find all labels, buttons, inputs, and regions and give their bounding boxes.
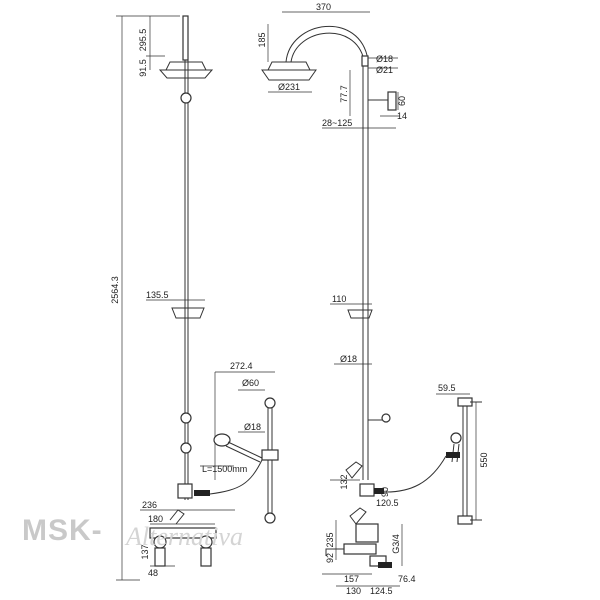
dim-hose-length: L=1500mm [202, 464, 247, 474]
dim-tap-base: 48 [148, 568, 158, 578]
dim-arm-width: 370 [316, 2, 331, 12]
watermark-script: Alternativa [126, 522, 243, 551]
dim-pipe-d18-top: Ø18 [376, 54, 393, 64]
dim-d90: 90 [380, 487, 390, 497]
dim-d76-4: 76.4 [398, 574, 416, 584]
right-side-view: 370 185 Ø231 Ø18 Ø21 77.7 60 14 28~125 1… [257, 2, 416, 596]
dim-handset-d18: Ø18 [244, 422, 261, 432]
dim-d120-5: 120.5 [376, 498, 399, 508]
dim-d14: 14 [397, 111, 407, 121]
dim-d60: 60 [397, 96, 407, 106]
dim-tap-height: 137 [140, 544, 150, 559]
dim-thread: G3/4 [391, 534, 401, 554]
dim-head-diameter: Ø231 [278, 82, 300, 92]
hand-shower-rail: 272.4 Ø60 Ø18 L=1500mm [200, 361, 279, 524]
dim-head-height: 295.5 [138, 29, 148, 52]
watermark-brand: MSK- [22, 514, 103, 547]
dim-d77: 77.7 [339, 85, 349, 103]
left-front-view: 2564.3 295.5 91.5 135.5 236 180 [110, 15, 235, 581]
dim-slide-width: 272.4 [230, 361, 253, 371]
dim-range: 28~125 [322, 118, 352, 128]
dim-pipe-d21: Ø21 [376, 65, 393, 75]
dim-d92: 92 [325, 553, 335, 563]
dim-d235: 235 [325, 532, 335, 547]
dim-d130: 130 [346, 586, 361, 596]
dim-d157: 157 [344, 574, 359, 584]
dim-tap-mid: 180 [148, 514, 163, 524]
dim-rail-59-5: 59.5 [438, 383, 456, 393]
dim-tap-width: 236 [142, 500, 157, 510]
dim-soap-dish: 135.5 [146, 290, 169, 300]
dim-dish-110: 110 [332, 294, 346, 304]
dim-head-offset: 91.5 [138, 59, 148, 77]
dim-rail-550: 550 [479, 452, 489, 467]
dim-arm-height: 185 [257, 32, 267, 47]
side-rail-view: 59.5 550 [385, 383, 489, 525]
dim-handset-d60: Ø60 [242, 378, 259, 388]
dim-valve-132: 132 [339, 474, 349, 489]
dim-pipe-d18-mid: Ø18 [340, 354, 357, 364]
dim-total-height: 2564.3 [110, 276, 120, 304]
watermark: MSK- Alternativa [22, 510, 322, 560]
dim-d124-5: 124.5 [370, 586, 393, 596]
